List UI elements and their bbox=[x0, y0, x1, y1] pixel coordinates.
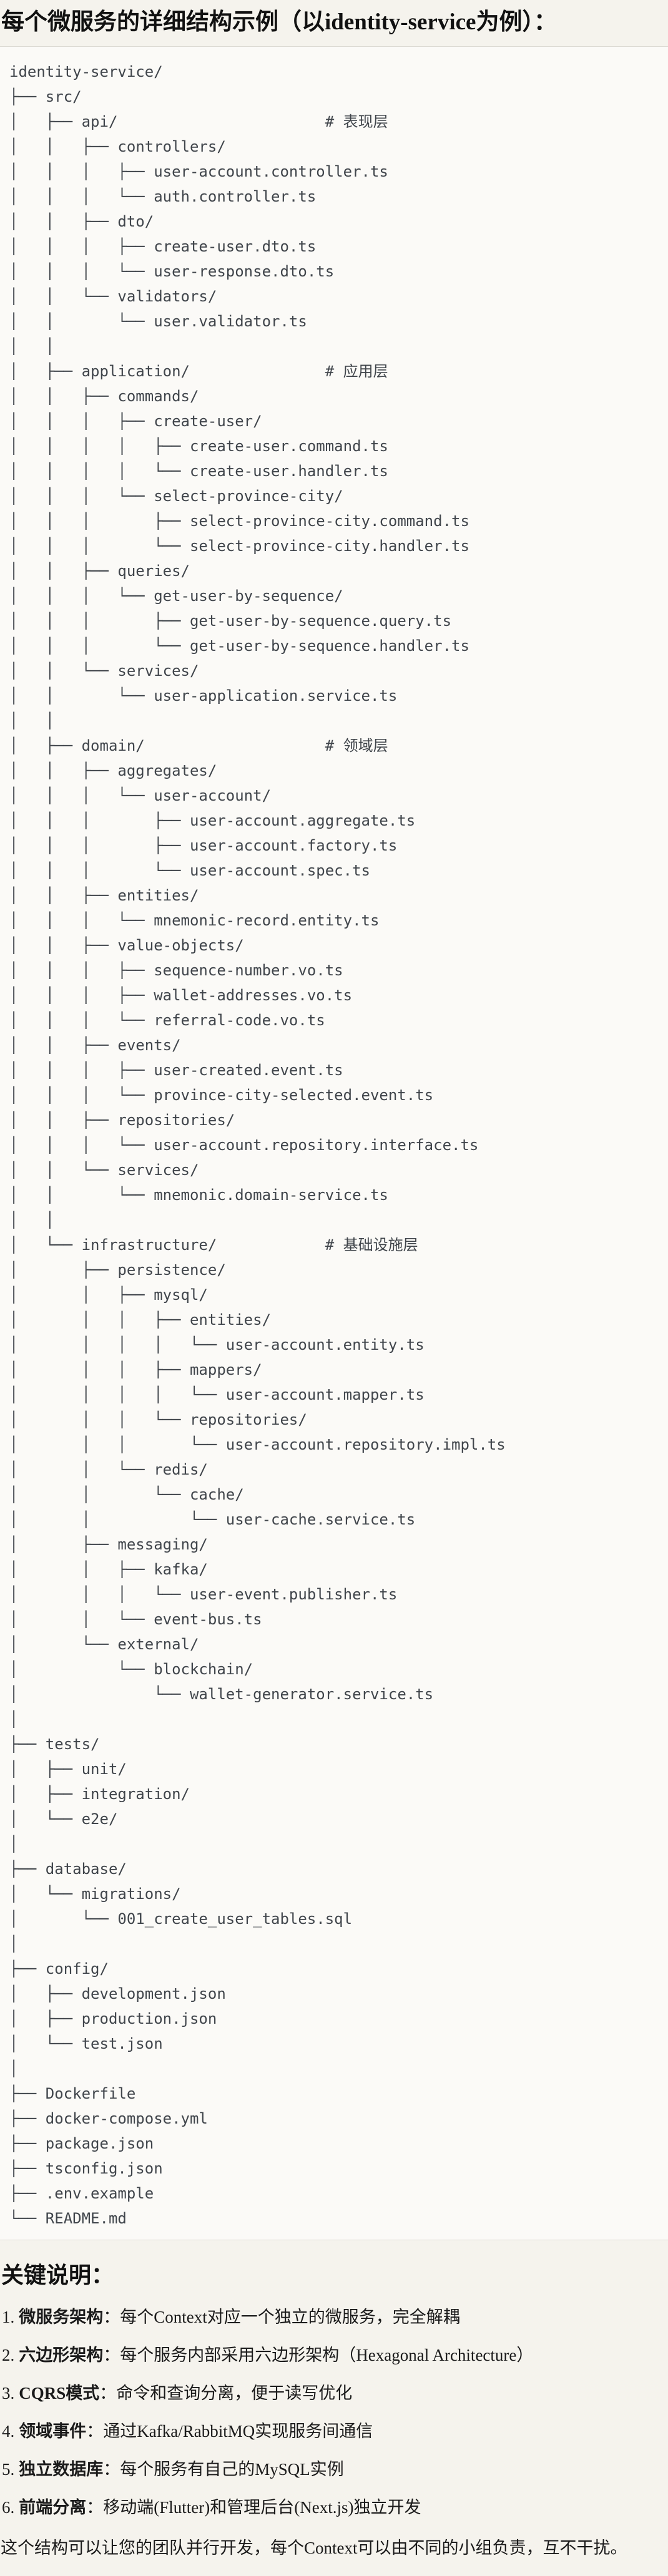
closing-paragraph: 这个结构可以让您的团队并行开发，每个Context可以由不同的小组负责，互不干扰… bbox=[1, 2538, 627, 2557]
note-item-colon: ： bbox=[103, 2459, 120, 2479]
notes-heading: 关键说明： bbox=[1, 2262, 114, 2288]
note-item-2: 2.六边形架构：每个服务内部采用六边形架构（Hexagonal Architec… bbox=[2, 2344, 668, 2366]
note-item-colon: ： bbox=[103, 2307, 120, 2326]
note-item-1: 1.微服务架构：每个Context对应一个独立的微服务，完全解耦 bbox=[2, 2306, 668, 2328]
note-item-3: 3.CQRS模式：命令和查询分离，便于读写优化 bbox=[2, 2383, 668, 2404]
page-title: 每个微服务的详细结构示例（以identity-service为例）： bbox=[1, 9, 557, 35]
directory-tree: identity-service/ ├── src/ │ ├── api/ # … bbox=[9, 62, 506, 2227]
note-item-desc: 命令和查询分离，便于读写优化 bbox=[116, 2383, 353, 2403]
note-item-number: 1. bbox=[2, 2307, 15, 2326]
note-item-5: 5.独立数据库：每个服务有自己的MySQL实例 bbox=[2, 2459, 668, 2480]
note-item-number: 4. bbox=[2, 2421, 15, 2441]
note-item-term: 独立数据库 bbox=[19, 2459, 104, 2479]
note-item-colon: ： bbox=[99, 2383, 117, 2403]
note-item-number: 5. bbox=[2, 2459, 15, 2479]
note-item-6: 6.前端分离：移动端(Flutter)和管理后台(Next.js)独立开发 bbox=[2, 2497, 668, 2518]
note-item-4: 4.领域事件：通过Kafka/RabbitMQ实现服务间通信 bbox=[2, 2421, 668, 2442]
note-item-desc: 通过Kafka/RabbitMQ实现服务间通信 bbox=[103, 2421, 373, 2441]
note-item-colon: ： bbox=[86, 2497, 104, 2517]
note-item-term: 前端分离 bbox=[19, 2497, 87, 2517]
note-item-term: 微服务架构 bbox=[19, 2307, 104, 2326]
note-item-number: 2. bbox=[2, 2345, 15, 2364]
note-item-term: 领域事件 bbox=[19, 2421, 87, 2441]
note-item-term: CQRS模式 bbox=[19, 2383, 100, 2403]
note-item-desc: 移动端(Flutter)和管理后台(Next.js)独立开发 bbox=[103, 2497, 421, 2517]
note-item-colon: ： bbox=[86, 2421, 104, 2441]
note-item-number: 3. bbox=[2, 2383, 15, 2403]
note-item-desc: 每个服务有自己的MySQL实例 bbox=[120, 2459, 344, 2479]
note-item-number: 6. bbox=[2, 2497, 15, 2517]
note-item-desc: 每个Context对应一个独立的微服务，完全解耦 bbox=[120, 2307, 460, 2326]
note-item-term: 六边形架构 bbox=[19, 2345, 104, 2364]
note-item-colon: ： bbox=[103, 2345, 120, 2364]
directory-tree-block: identity-service/ ├── src/ │ ├── api/ # … bbox=[0, 46, 668, 2240]
note-item-desc: 每个服务内部采用六边形架构（Hexagonal Architecture） bbox=[120, 2345, 534, 2364]
